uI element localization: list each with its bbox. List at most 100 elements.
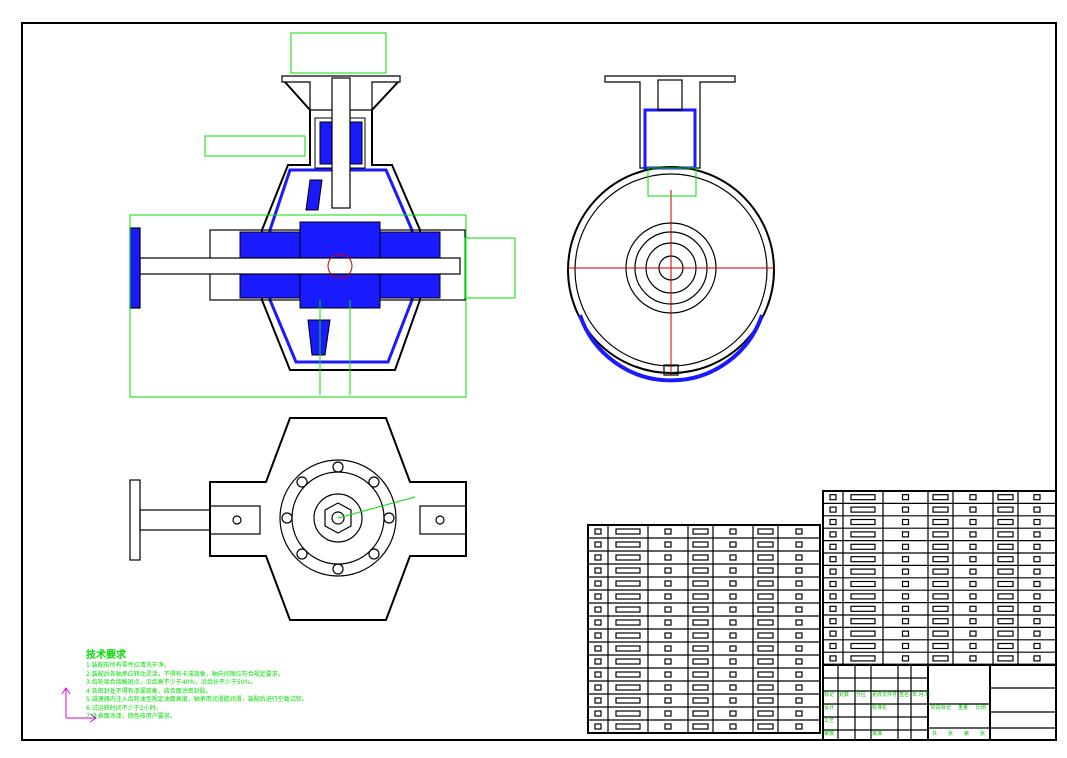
requirement-item: 6.试运转时间不少于2小时。 xyxy=(86,704,162,712)
parts-list-cell-mark xyxy=(850,642,876,650)
parts-list-cell-mark xyxy=(901,494,910,501)
parts-list-cell-mark xyxy=(932,630,949,637)
parts-list-cell-mark xyxy=(850,556,876,563)
parts-list-cell-mark xyxy=(692,671,709,678)
parts-list-cell-mark xyxy=(795,580,803,587)
parts-list-cell-mark xyxy=(1033,618,1041,625)
parts-list-cell-mark xyxy=(664,541,672,548)
parts-list-cell-mark xyxy=(729,710,737,717)
parts-list-cell-mark xyxy=(615,671,641,678)
title-block-label: 第 xyxy=(964,731,970,737)
parts-list-cell-mark xyxy=(901,543,910,550)
parts-list-cell-mark xyxy=(664,528,672,535)
parts-list-cell-mark xyxy=(850,531,876,538)
parts-list-cell-mark xyxy=(901,655,910,662)
parts-list-cell-mark xyxy=(664,593,672,600)
title-block-label: 审核 xyxy=(824,731,835,737)
parts-list-cell-mark xyxy=(932,543,949,550)
parts-list-cell-mark xyxy=(757,619,774,626)
parts-list-cell-mark xyxy=(829,605,837,612)
parts-list-cell-mark xyxy=(829,580,837,588)
parts-list-cell-mark xyxy=(901,642,910,650)
parts-list-cell-mark xyxy=(615,593,641,600)
parts-list-cell-mark xyxy=(850,568,876,575)
parts-list-cell-mark xyxy=(829,556,837,563)
parts-list-cell-mark xyxy=(757,723,774,730)
parts-list-cell-mark xyxy=(850,506,876,513)
parts-list-cell-mark xyxy=(795,541,803,548)
parts-list-cell-mark xyxy=(997,506,1014,513)
parts-list-cell-mark xyxy=(969,618,977,625)
parts-list-cell-mark xyxy=(729,606,737,613)
parts-list-cell-mark xyxy=(1033,506,1041,513)
parts-list-cell-mark xyxy=(795,554,803,561)
parts-list-cell-mark xyxy=(795,606,803,613)
parts-list-cell-mark xyxy=(594,684,602,691)
parts-list-cell-mark xyxy=(729,658,737,665)
parts-list-cell-mark xyxy=(932,556,949,563)
parts-list-cell-mark xyxy=(757,567,774,574)
parts-list-cell-mark xyxy=(757,658,774,665)
parts-list-cell-mark xyxy=(850,618,876,625)
parts-list-cell-mark xyxy=(594,606,602,613)
parts-list-cell-mark xyxy=(829,506,837,513)
parts-list-cell-mark xyxy=(969,556,977,563)
parts-list-cell-mark xyxy=(729,697,737,704)
parts-list-cell-mark xyxy=(1033,543,1041,550)
parts-list-cell-mark xyxy=(901,630,910,637)
parts-list-cell-mark xyxy=(901,506,910,513)
parts-list-cell-mark xyxy=(615,684,641,691)
parts-list-cell-mark xyxy=(615,645,641,652)
parts-list-cell-mark xyxy=(795,645,803,652)
parts-list-cell-mark xyxy=(594,671,602,678)
parts-list-cell-mark xyxy=(1033,593,1041,600)
parts-list-cell-mark xyxy=(997,618,1014,625)
parts-list-cell-mark xyxy=(997,543,1014,550)
parts-list-cell-mark xyxy=(829,518,837,526)
parts-list-cell-mark xyxy=(997,655,1014,662)
parts-list-cell-mark xyxy=(729,645,737,652)
parts-list-cell-mark xyxy=(692,632,709,639)
parts-list-cell-mark xyxy=(615,710,641,717)
parts-list-cell-mark xyxy=(664,723,672,730)
parts-list-cell-mark xyxy=(1033,556,1041,563)
title-block-label: 分区 xyxy=(856,692,867,698)
top-view xyxy=(129,417,467,621)
parts-list-cell-mark xyxy=(969,543,977,550)
parts-list-cell-mark xyxy=(997,605,1014,612)
title-block-label: 年.月.日 xyxy=(912,692,931,698)
parts-list-cell-mark xyxy=(901,531,910,538)
drawing-border xyxy=(21,22,1057,741)
title-block-label: 张 xyxy=(980,731,986,737)
parts-list-cell-mark xyxy=(692,723,709,730)
parts-list-cell-mark xyxy=(729,528,737,535)
title-block xyxy=(822,664,1057,741)
parts-list-cell-mark xyxy=(692,645,709,652)
requirement-item: 3.齿轮啮合接触斑点，沿齿高不少于40%，沿齿长不少于50%。 xyxy=(86,679,257,686)
parts-list-cell-mark xyxy=(932,506,949,513)
requirement-item: 1.装配前所有零件应清洗干净。 xyxy=(86,662,170,669)
parts-list-cell-mark xyxy=(932,518,949,526)
parts-list-cell-mark xyxy=(692,606,709,613)
parts-list-cell-mark xyxy=(850,518,876,526)
parts-list-cell-mark xyxy=(1033,630,1041,637)
parts-list-cell-mark xyxy=(795,671,803,678)
requirement-item: 2.装配后各轴承应转动灵活，不得有卡滞现象，轴向间隙应符合规定要求。 xyxy=(86,670,284,678)
parts-list-cell-mark xyxy=(615,567,641,574)
parts-list-cell-mark xyxy=(757,684,774,691)
requirement-item: 7.外表面涂漆，颜色按用户要求。 xyxy=(86,713,176,720)
parts-list-cell-mark xyxy=(664,580,672,587)
parts-list-cell-mark xyxy=(795,684,803,691)
parts-list-cell-mark xyxy=(692,580,709,587)
parts-list-cell-mark xyxy=(829,531,837,538)
side-view xyxy=(567,75,775,383)
parts-list-cell-mark xyxy=(932,593,949,600)
parts-list-cell-mark xyxy=(901,593,910,600)
parts-list-cell-mark xyxy=(997,556,1014,563)
front-section-view xyxy=(129,32,516,398)
parts-list-cell-mark xyxy=(1033,518,1041,526)
parts-list-cell-mark xyxy=(615,528,641,535)
parts-list-cell-mark xyxy=(692,684,709,691)
parts-list-cell-mark xyxy=(594,723,602,730)
parts-list-cell-mark xyxy=(594,632,602,639)
